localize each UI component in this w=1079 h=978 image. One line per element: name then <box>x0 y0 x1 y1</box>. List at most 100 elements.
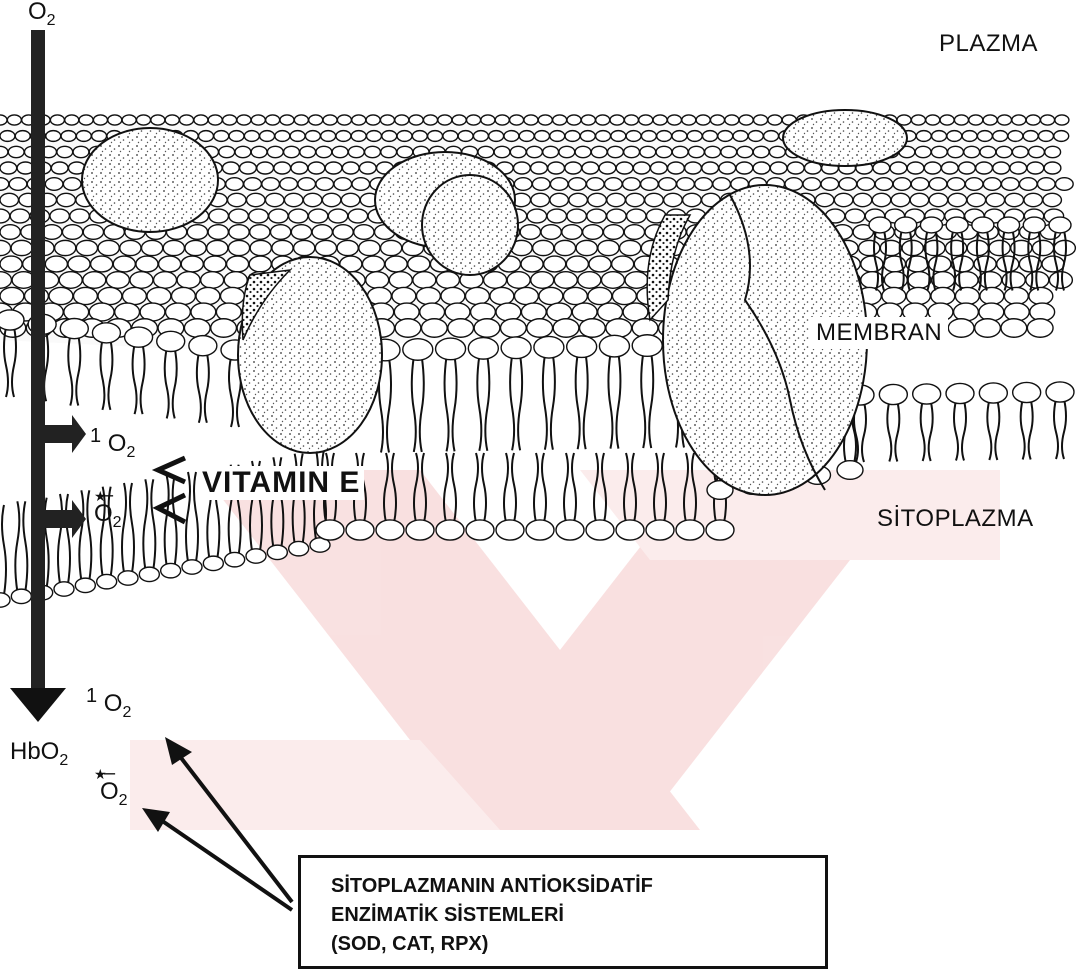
lipid-head <box>583 225 603 240</box>
lipid-head <box>275 131 290 142</box>
lipid-head <box>703 131 718 142</box>
lipid-tail <box>1054 399 1058 459</box>
lipid-head <box>575 146 591 157</box>
lipid-head <box>108 115 122 125</box>
lipid-head <box>895 217 917 233</box>
lipid-head <box>50 209 69 223</box>
lipid-head <box>696 115 710 125</box>
lipid-head <box>996 146 1012 157</box>
lipid-head <box>948 146 964 157</box>
lipid-head <box>300 146 316 157</box>
lipid-head <box>0 256 22 272</box>
lipid-tail <box>485 356 489 451</box>
lipid-head <box>578 272 601 289</box>
lipid-head <box>61 131 76 142</box>
lipid-head <box>893 178 911 191</box>
lipid-head <box>49 287 73 304</box>
lipid-head <box>568 178 586 191</box>
lipid-tail <box>895 402 899 462</box>
lipid-head <box>872 193 891 206</box>
lipid-head <box>587 209 606 223</box>
lipid-head <box>983 178 1001 191</box>
lipid-head <box>257 162 274 174</box>
lipid-head <box>428 131 443 142</box>
lipid-head <box>76 131 91 142</box>
lipid-head <box>395 115 409 125</box>
lipid-head <box>524 115 538 125</box>
lipid-head <box>986 193 1005 206</box>
lipid-head <box>610 115 624 125</box>
lipid-head <box>139 567 159 581</box>
lipid-head <box>274 162 291 174</box>
lipid-head <box>397 131 412 142</box>
lipid-head <box>706 520 734 540</box>
lipid-head <box>550 131 565 142</box>
lipid-head <box>237 115 251 125</box>
lipid-head <box>280 178 298 191</box>
lipid-head <box>312 225 332 240</box>
lipid-head <box>733 131 748 142</box>
lipid-head <box>913 384 941 404</box>
lipid-head <box>184 319 210 338</box>
lipid-head <box>438 115 452 125</box>
lipid-head <box>267 545 287 559</box>
lipid-tail <box>58 494 62 584</box>
lipid-head <box>246 549 266 563</box>
lipid-head <box>376 520 404 540</box>
lipid-head <box>316 520 344 540</box>
lipid-head <box>303 193 322 206</box>
lipid-tail <box>512 453 516 523</box>
lipid-head <box>890 162 907 174</box>
lipid-head <box>1012 146 1028 157</box>
lipid-head <box>226 178 244 191</box>
lipid-head <box>702 162 719 174</box>
lipid-head <box>891 193 910 206</box>
lipid-head <box>625 272 648 289</box>
lipid-head <box>473 131 488 142</box>
lipid-head <box>496 520 524 540</box>
protein-upper-left <box>82 128 218 232</box>
lipid-head <box>290 131 305 142</box>
lipid-head <box>1026 115 1040 125</box>
lipid-head <box>272 240 293 255</box>
lipid-head <box>0 162 17 174</box>
lipid-head <box>685 162 702 174</box>
lipid-head <box>519 131 534 142</box>
lipid-head <box>711 115 725 125</box>
lipid-head <box>1001 178 1019 191</box>
lipid-head <box>947 178 965 191</box>
lipid-head <box>616 520 644 540</box>
lipid-head <box>208 225 228 240</box>
lipid-head <box>260 131 275 142</box>
lipid-head <box>803 178 821 191</box>
lipid-head <box>929 193 948 206</box>
lipid-tail <box>143 479 147 569</box>
lipid-head <box>834 193 853 206</box>
lipid-head <box>576 240 597 255</box>
protein-upper-center-2 <box>422 175 518 275</box>
lipid-head <box>1049 217 1071 233</box>
lipid-head <box>1023 131 1038 142</box>
lipid-head <box>510 146 526 157</box>
lipid-head <box>484 272 507 289</box>
lipid-head <box>641 178 659 191</box>
lipid-head <box>0 193 19 206</box>
lipid-head <box>1023 217 1045 233</box>
lipid-head <box>265 193 284 206</box>
lipid-head <box>385 256 407 272</box>
lipid-head <box>289 541 309 555</box>
lipid-head <box>548 162 565 174</box>
lipid-tail <box>173 348 177 418</box>
lipid-tail <box>15 501 19 591</box>
lipid-head <box>581 115 595 125</box>
lipid-head <box>45 178 63 191</box>
lipid-head <box>496 303 521 321</box>
lipid-head <box>346 520 374 540</box>
lipid-head <box>1032 240 1053 255</box>
lipid-head <box>624 115 638 125</box>
lipid-head <box>227 256 249 272</box>
lipid-tail <box>534 453 538 523</box>
lipid-head <box>1049 272 1072 289</box>
lipid-head <box>946 383 974 403</box>
